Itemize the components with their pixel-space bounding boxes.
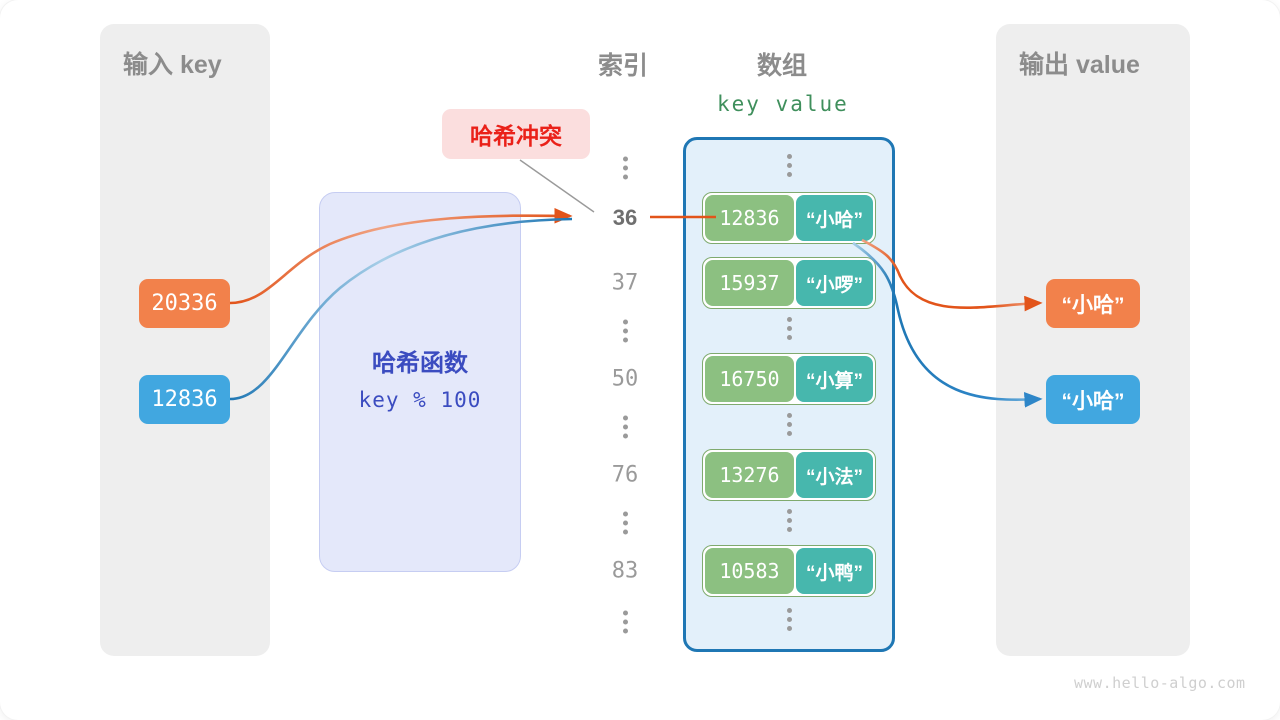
input-panel-title: 输入 key — [123, 51, 222, 79]
array-ellipsis — [702, 409, 876, 445]
array-ellipsis — [702, 604, 876, 640]
index-label-83: 83 — [611, 558, 639, 584]
index-label-76: 76 — [611, 462, 639, 488]
entry-value: “小法” — [795, 452, 873, 498]
entry-value: “小哈” — [795, 195, 873, 241]
array-column-header: 数组 — [757, 52, 808, 80]
entry-value: “小啰” — [795, 260, 873, 306]
index-label-36: 36 — [612, 205, 638, 230]
index-ellipsis — [590, 316, 660, 347]
hash-function-formula: key % 100 — [358, 388, 482, 412]
array-ellipsis — [702, 313, 876, 349]
output-panel-title: 输出 value — [1019, 51, 1140, 79]
index-ellipsis — [590, 508, 660, 539]
index-ellipsis — [590, 153, 660, 184]
index-label-50: 50 — [611, 366, 639, 392]
collision-pointer-line — [519, 159, 595, 213]
array-entry: 15937“小啰” — [702, 257, 876, 309]
entry-value: “小鸭” — [795, 548, 873, 594]
entry-key: 13276 — [705, 452, 794, 498]
array-entry: 12836“小哈” — [702, 192, 876, 244]
entry-key: 15937 — [705, 260, 794, 306]
output-value-chip-1: “小哈” — [1046, 375, 1140, 424]
output-value-panel — [996, 24, 1190, 656]
entry-key: 16750 — [705, 356, 794, 402]
index-column-header: 索引 — [598, 52, 649, 80]
entry-value: “小算” — [795, 356, 873, 402]
array-entry: 13276“小法” — [702, 449, 876, 501]
hash-function-box — [319, 192, 521, 572]
index-ellipsis — [590, 412, 660, 443]
input-key-chip-0: 20336 — [139, 279, 230, 328]
entry-key: 10583 — [705, 548, 794, 594]
array-entry: 16750“小算” — [702, 353, 876, 405]
input-key-chip-1: 12836 — [139, 375, 230, 424]
index-label-37: 37 — [611, 270, 639, 296]
array-entry: 10583“小鸭” — [702, 545, 876, 597]
watermark: www.hello-algo.com — [1074, 674, 1246, 692]
hash-collision-badge: 哈希冲突 — [442, 109, 590, 159]
input-key-panel — [100, 24, 270, 656]
key-value-header: key value — [717, 92, 849, 116]
output-value-chip-0: “小哈” — [1046, 279, 1140, 328]
array-ellipsis — [702, 150, 876, 186]
array-ellipsis — [702, 505, 876, 541]
hash-function-title: 哈希函数 — [372, 350, 468, 377]
entry-key: 12836 — [705, 195, 794, 241]
index-ellipsis — [590, 607, 660, 638]
